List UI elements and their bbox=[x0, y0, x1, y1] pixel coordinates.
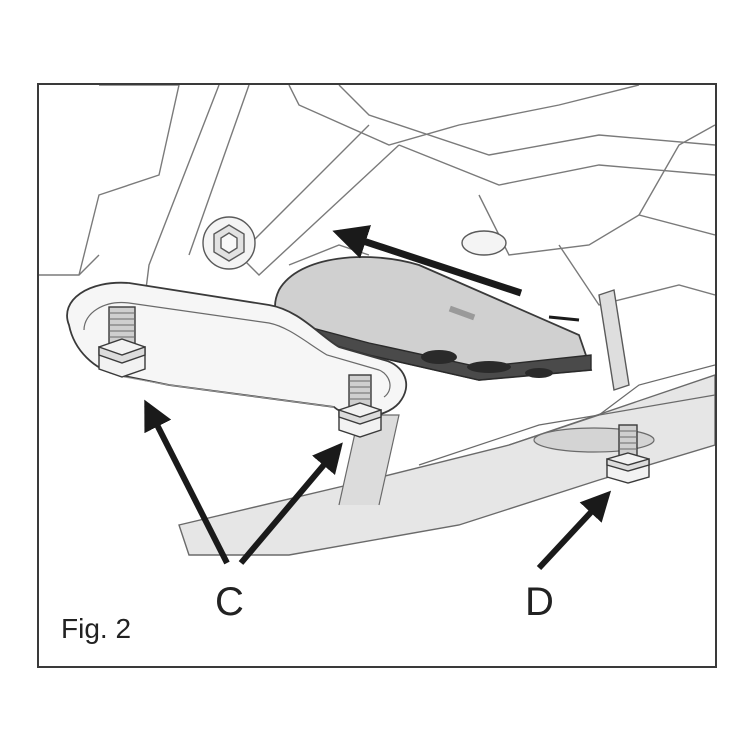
bolt-d bbox=[606, 424, 650, 484]
pointer-arrow-c-middle bbox=[238, 442, 343, 565]
background-hex-nut bbox=[202, 216, 256, 270]
label-c: C bbox=[215, 580, 244, 624]
chassis-background bbox=[39, 85, 715, 346]
bolt-c-middle bbox=[338, 374, 382, 438]
pointer-arrow-c-left bbox=[144, 399, 230, 565]
label-d: D bbox=[525, 580, 554, 624]
background-bushing bbox=[461, 230, 507, 256]
right-bracket bbox=[598, 289, 630, 391]
bolt-c-left bbox=[98, 306, 146, 378]
frame-rail bbox=[178, 374, 715, 556]
pointer-arrow-d bbox=[536, 490, 612, 571]
figure-caption: Fig. 2 bbox=[61, 613, 132, 644]
exploded-view-illustration bbox=[39, 85, 715, 571]
figure-frame: C D Fig. 2 bbox=[37, 83, 717, 668]
removal-direction-arrow bbox=[332, 225, 523, 297]
